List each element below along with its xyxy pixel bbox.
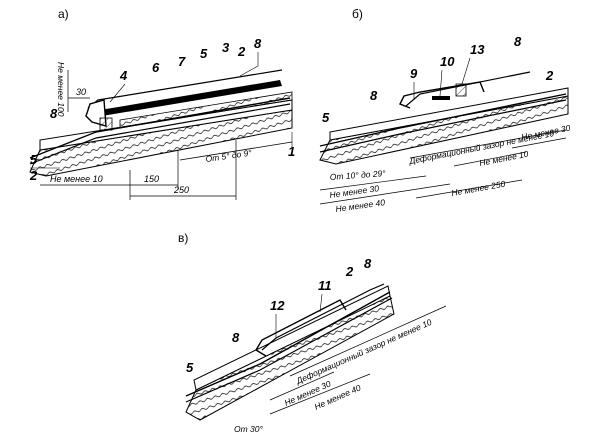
dim-slope-c: От 30° <box>234 424 264 434</box>
callout-b-8-top: 8 <box>514 34 522 49</box>
callout-a-7: 7 <box>178 54 186 69</box>
leader-b-13 <box>461 57 471 85</box>
callout-a-2-top: 2 <box>237 44 246 59</box>
callout-c-11: 11 <box>318 278 332 293</box>
leader-a-8 <box>239 52 259 77</box>
callout-a-8-left: 8 <box>50 106 58 121</box>
callout-c-5: 5 <box>186 360 194 375</box>
dim-250-a: 250 <box>173 185 189 195</box>
sheet-top-c <box>261 283 385 351</box>
callout-a-8-top: 8 <box>254 36 262 51</box>
panel-b: б) Деформационный зазор не менее 10 Не м… <box>319 7 571 214</box>
dim-line-40-c <box>269 373 371 415</box>
dim-line-40-b <box>319 183 451 205</box>
dim-not-less-250-b: Не менее 250 <box>451 179 507 198</box>
dim-slope-a: От 5° до 9° <box>205 148 253 164</box>
clamp-b <box>432 96 450 100</box>
callout-c-12: 12 <box>270 298 285 313</box>
clamp-a <box>99 117 113 131</box>
callout-b-8-mid: 8 <box>370 88 378 103</box>
callout-b-9: 9 <box>410 66 418 81</box>
dim-line-30-b <box>319 175 427 191</box>
panel-b-label: б) <box>352 7 363 21</box>
fold-b <box>399 81 485 109</box>
dim-not-less-40-b: Не менее 40 <box>335 197 386 214</box>
sheet-lower-b <box>319 93 567 147</box>
dim-line-30r-b <box>511 137 567 149</box>
callout-a-3: 3 <box>222 40 230 55</box>
dim-not-less-10-b: Не менее 10 <box>478 149 529 168</box>
callout-b-2: 2 <box>545 68 554 83</box>
sheet-lower-c <box>185 291 391 397</box>
callout-c-2: 2 <box>345 264 354 279</box>
panel-a: а) 30 Не менее 100 150 250 Не менее 10 О… <box>29 7 295 200</box>
sheet-under-c <box>185 297 393 403</box>
dim-line-10-b <box>453 151 527 167</box>
timber-block-a <box>119 91 293 129</box>
sheet-under-a <box>29 103 291 165</box>
wood-base-b <box>319 95 569 165</box>
dim-line-gap-b <box>409 129 567 159</box>
panel-c-label: в) <box>178 231 188 245</box>
callout-a-5-left: 5 <box>30 152 38 167</box>
dim-150-a: 150 <box>144 174 159 184</box>
dim-not-less-10-a: Не менее 10 <box>50 174 103 184</box>
callout-b-13: 13 <box>470 42 485 57</box>
panel-a-label: а) <box>58 7 69 21</box>
board-b <box>329 87 569 141</box>
dim-line-250-b <box>415 179 523 199</box>
callout-a-4: 4 <box>119 68 128 83</box>
dim-not-less-100-a: Не менее 100 <box>56 62 66 117</box>
sheet-lower-a <box>29 97 291 159</box>
callout-b-5: 5 <box>322 110 330 125</box>
callout-a-5-top: 5 <box>200 46 208 61</box>
callout-c-8-mid: 8 <box>232 330 240 345</box>
leader-c-11 <box>319 293 323 313</box>
seal-b <box>455 83 467 97</box>
board-c <box>193 285 391 391</box>
fold-c <box>255 299 347 357</box>
wood-base-c <box>185 295 395 421</box>
dim-line-30-c <box>269 371 335 401</box>
sheet-under-b <box>319 99 567 153</box>
wood-base-a <box>29 109 293 177</box>
dim-line-gap-c <box>289 305 447 377</box>
dim-slope-b: От 10° до 29° <box>329 168 386 182</box>
panel-c: в) Деформационный зазор не менее 10 Не м… <box>178 231 447 434</box>
callout-a-6: 6 <box>152 60 160 75</box>
leader-a-4 <box>109 83 126 103</box>
dim-30-a: 30 <box>76 87 86 97</box>
dim-not-less-30-b: Не менее 30 <box>329 183 380 200</box>
callout-c-8-top: 8 <box>364 256 372 271</box>
callout-a-2-left: 2 <box>29 168 38 183</box>
leader-b-10 <box>439 69 443 97</box>
callout-a-1: 1 <box>288 144 295 159</box>
sheet-top-dark-a <box>100 80 282 116</box>
callout-b-10: 10 <box>440 54 455 69</box>
